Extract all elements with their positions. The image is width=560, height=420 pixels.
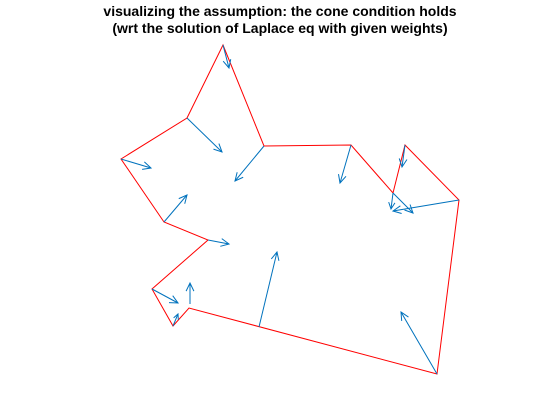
gradient-arrow-15 [400,311,438,375]
gradient-arrow-6 [391,199,460,214]
gradient-arrow-5 [388,192,396,211]
gradient-arrow-12 [151,288,180,304]
gradient-arrow-8 [120,158,153,170]
domain-boundary-polygon [120,43,460,375]
arrow-head-2 [234,172,244,182]
vector-field-layer [120,44,460,375]
arrow-shaft-0 [222,44,230,69]
arrow-head-5 [388,201,396,211]
arrow-shaft-14 [172,313,179,327]
arrow-head-12 [168,295,180,304]
arrow-shaft-7 [392,192,414,214]
gradient-arrow-13 [185,281,195,304]
arrow-head-15 [400,311,409,322]
arrow-shaft-3 [339,144,352,184]
arrow-head-11 [270,250,280,261]
arrow-shaft-5 [390,192,394,210]
title-line-1: visualizing the assumption: the cone con… [103,3,457,19]
arrow-shaft-2 [234,145,265,182]
arrow-shaft-9 [163,194,188,223]
arrow-head-10 [220,238,231,247]
gradient-arrow-14 [172,312,179,327]
arrow-shaft-1 [186,117,223,153]
figure-title: visualizing the assumption: the cone con… [0,3,560,37]
arrow-head-6 [391,205,402,214]
gradient-arrow-3 [338,144,352,185]
arrow-head-9 [178,194,188,204]
arrow-head-1 [213,143,223,153]
gradient-arrow-10 [207,238,231,247]
arrow-head-7 [404,204,414,214]
gradient-arrow-9 [163,194,188,223]
arrow-head-14 [173,312,179,320]
gradient-arrow-0 [222,44,232,70]
arrow-head-4 [398,158,408,169]
gradient-arrow-11 [258,250,280,328]
boundary-layer [120,43,460,375]
gradient-arrow-4 [398,144,408,169]
arrow-shaft-15 [400,311,438,375]
gradient-arrow-1 [186,117,223,153]
arrow-shaft-12 [151,288,179,304]
arrow-shaft-11 [258,251,278,328]
arrow-head-8 [142,161,153,170]
title-line-2: (wrt the solution of Laplace eq with giv… [112,20,448,36]
arrow-head-13 [185,281,195,292]
arrow-shaft-10 [207,239,230,245]
arrow-shaft-8 [120,158,152,169]
gradient-arrow-7 [392,192,414,214]
arrow-head-0 [222,59,232,70]
arrow-shaft-6 [392,199,460,212]
gradient-arrow-2 [234,145,265,182]
arrow-head-3 [338,174,347,185]
arrow-shaft-4 [401,144,406,168]
